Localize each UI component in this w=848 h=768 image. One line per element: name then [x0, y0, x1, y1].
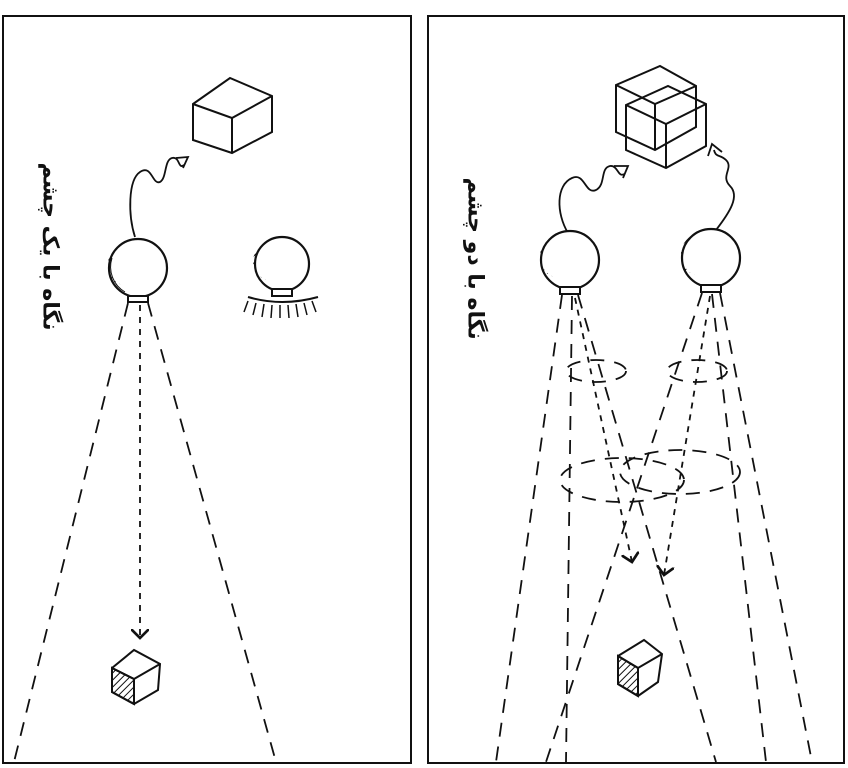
- left-vision-cone: [13, 302, 277, 763]
- right-eye-1-icon: [539, 229, 601, 295]
- right-sight-arrow-2: [664, 295, 711, 575]
- right-wavy-arrow-1: [558, 165, 625, 234]
- right-eye-2-icon: [680, 227, 742, 293]
- left-bottom-cube: [111, 648, 162, 706]
- one-eye-panel: [2, 15, 412, 764]
- right-bottom-cube: [617, 638, 664, 698]
- left-wavy-arrow: [129, 157, 185, 238]
- left-eye-open-icon: [107, 237, 169, 303]
- right-vision-cones: [495, 292, 813, 763]
- right-sight-arrow-1: [574, 297, 632, 562]
- two-eye-caption: نگاه با دو چشم: [462, 177, 488, 340]
- left-wavy-arrowhead: [175, 155, 190, 169]
- one-eye-caption: نگاه با یک چشم: [37, 162, 63, 331]
- right-wavy-arrow-2: [713, 149, 735, 231]
- right-double-cube: [615, 64, 707, 170]
- closed-eye-icon: [243, 235, 319, 319]
- left-top-cube: [192, 76, 273, 155]
- two-eye-panel: [427, 15, 845, 764]
